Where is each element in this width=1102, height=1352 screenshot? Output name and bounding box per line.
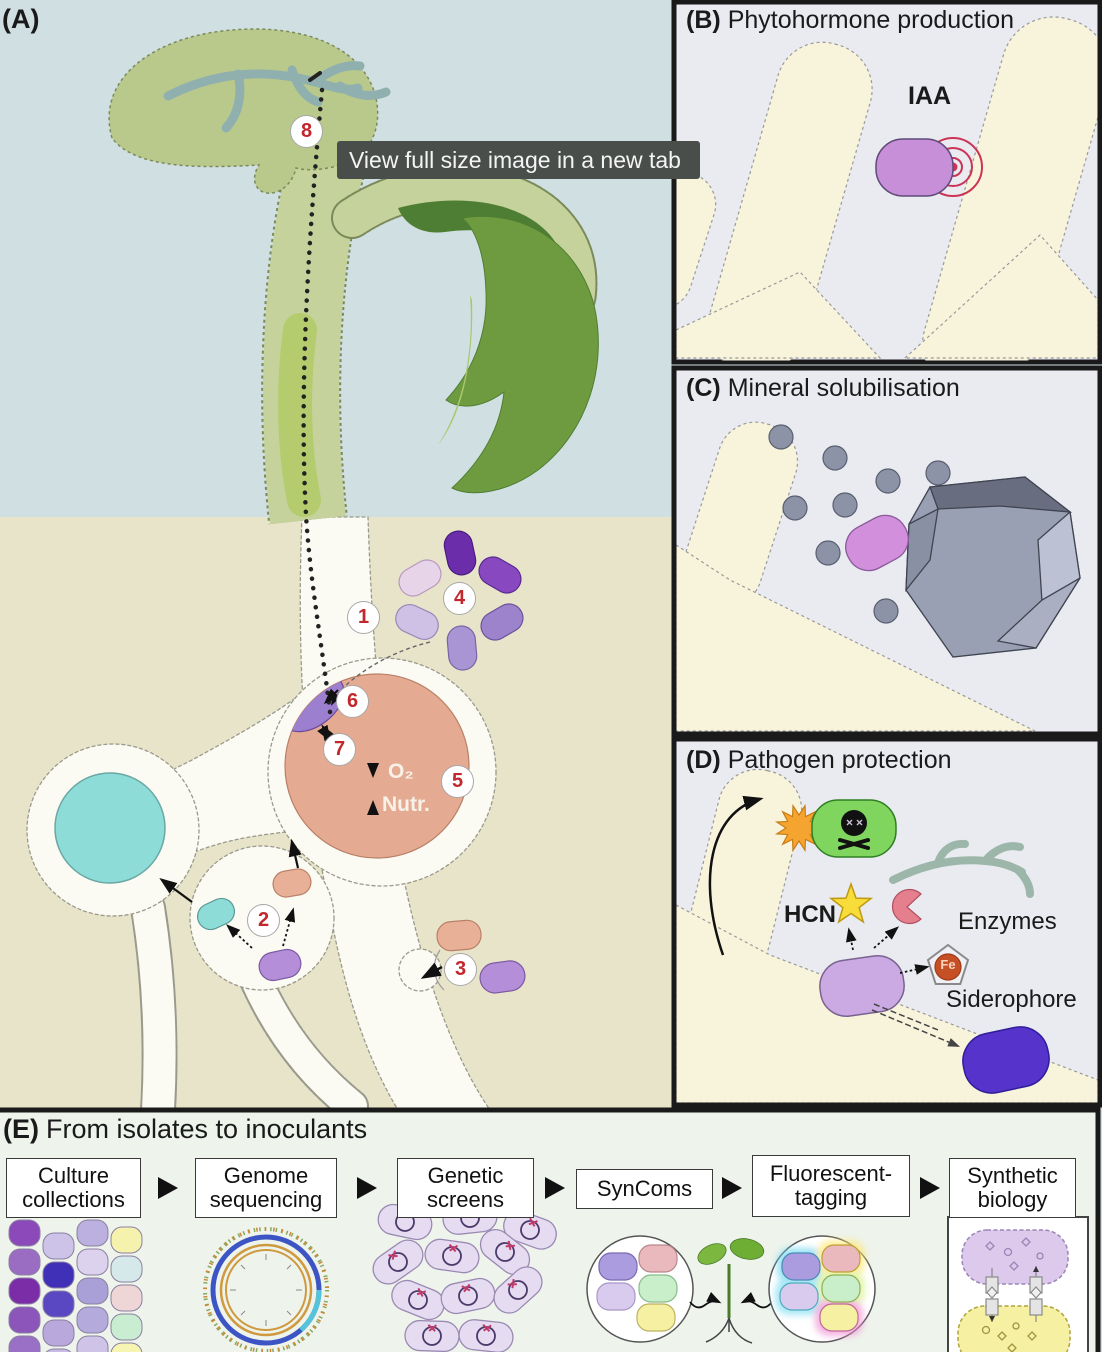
stem-highlight — [278, 313, 321, 517]
step-marker-3: 3 — [444, 953, 477, 986]
iaa-producing-bacterium — [875, 138, 954, 197]
culture-collection-grid — [8, 1219, 143, 1352]
salmon-bacterium — [272, 868, 312, 898]
panel-d-tag: (D) — [686, 746, 721, 774]
leaf — [331, 165, 599, 494]
panel-e-header: (E)From isolates to inoculants — [3, 1114, 367, 1145]
endophyte-migration-trail — [301, 87, 333, 715]
oxygen-label: O₂ — [388, 760, 414, 783]
rhizosphere-bacteria — [159, 838, 312, 982]
mineral-crystal — [905, 476, 1081, 658]
step-marker-6: 6 — [336, 685, 369, 718]
bacteria-cluster — [395, 530, 524, 671]
step-marker-8: 8 — [290, 115, 323, 148]
workflow-arrow-icon — [357, 1177, 377, 1199]
panel-c-tag: (C) — [686, 374, 721, 402]
synthetic-biology-diagram — [947, 1216, 1089, 1352]
panel-e-scene — [0, 1107, 1101, 1352]
inoculation-arrow-left — [689, 1291, 722, 1309]
seed-vein-structure — [163, 61, 391, 133]
workflow-arrow-icon — [158, 1177, 178, 1199]
enzyme-pacman-icon — [891, 888, 922, 925]
panel-d-header: (D)Pathogen protection — [686, 746, 952, 775]
enzymes-label: Enzymes — [958, 908, 1057, 935]
step-marker-5: 5 — [441, 765, 474, 798]
cyan-bacterium — [196, 897, 236, 931]
solubilising-bacterium — [845, 514, 909, 572]
panel-c-header: (C)Mineral solubilisation — [686, 374, 960, 403]
leaf-light-crescent — [438, 295, 473, 445]
workflow-arrow-icon — [920, 1177, 940, 1199]
genome-map — [203, 1227, 329, 1352]
step-box-fluorescent-tagging: Fluorescent-tagging — [752, 1155, 910, 1217]
panel-e-title: From isolates to inoculants — [46, 1114, 368, 1144]
step-marker-4: 4 — [443, 582, 476, 615]
toxin-burst-icon — [774, 803, 824, 853]
siderophore-icon — [926, 943, 970, 985]
fluorescent-community — [768, 1235, 876, 1343]
panel-b-title: Phytohormone production — [727, 6, 1015, 34]
trail-tick — [308, 71, 322, 82]
seedling — [697, 1238, 765, 1344]
panel-d-scene — [671, 736, 1102, 1108]
secretion-arrows — [845, 926, 930, 975]
attraction-arrow-1 — [331, 641, 431, 706]
panel-c-scene — [671, 365, 1102, 737]
leaf-dark-crescent — [398, 200, 566, 272]
siderophore-label: Siderophore — [946, 986, 1077, 1013]
panel-a-label: (A) — [2, 4, 40, 34]
step-marker-7: 7 — [323, 733, 356, 766]
root-hairs — [676, 16, 1098, 361]
syncom-community — [586, 1235, 694, 1343]
step-marker-1: 1 — [347, 601, 380, 634]
panel-b-tag: (B) — [686, 6, 721, 34]
root-system — [26, 516, 497, 1128]
induced-resistance-arrow — [708, 795, 764, 956]
root-surface-bacteria — [420, 919, 526, 994]
fe-label: Fe — [940, 957, 956, 972]
tooltip: View full size image in a new tab — [337, 141, 700, 179]
protective-bacterium — [819, 955, 905, 1017]
leaf-blade — [445, 216, 599, 494]
step-box-syncoms: SynComs — [576, 1169, 713, 1209]
panel-c-title: Mineral solubilisation — [727, 374, 960, 402]
fungal-hypha — [889, 839, 1034, 898]
competitor-bacterium — [962, 1026, 1050, 1094]
step-box-genetic-screens: Genetic screens — [397, 1158, 534, 1218]
hcn-star-icon — [828, 881, 874, 924]
panel-d-title: Pathogen protection — [727, 746, 952, 774]
mutant-library — [372, 1201, 557, 1352]
solubilised-mineral-particles — [768, 424, 951, 624]
panel-b-header: (B)Phytohormone production — [686, 6, 1014, 35]
cyan-nodule-core — [54, 772, 166, 884]
panel-e-tag: (E) — [3, 1114, 39, 1144]
step-box-genome-sequencing: Genome sequencing — [195, 1158, 337, 1218]
nutrient-label: Nutr. — [382, 793, 430, 816]
workflow-arrow-icon — [545, 1177, 565, 1199]
dying-pathogen — [811, 799, 897, 858]
purple-bacterium — [258, 948, 302, 982]
root-hairs — [676, 421, 1036, 732]
step-box-synthetic-biology: Synthetic biology — [949, 1158, 1076, 1218]
panel-b-scene — [671, 0, 1102, 365]
nodule-exchange-arrows — [367, 763, 379, 815]
workflow-arrow-icon — [722, 1177, 742, 1199]
iaa-label: IAA — [908, 82, 952, 110]
stem — [261, 152, 366, 525]
competition-arrow — [871, 1003, 961, 1047]
inoculation-arrow-right — [740, 1291, 773, 1309]
step-marker-2: 2 — [247, 904, 280, 937]
panel-a-scene — [0, 28, 672, 1128]
seed — [108, 28, 391, 194]
step-box-culture-collections: Culture collections — [6, 1158, 141, 1218]
hcn-label: HCN — [784, 901, 836, 928]
